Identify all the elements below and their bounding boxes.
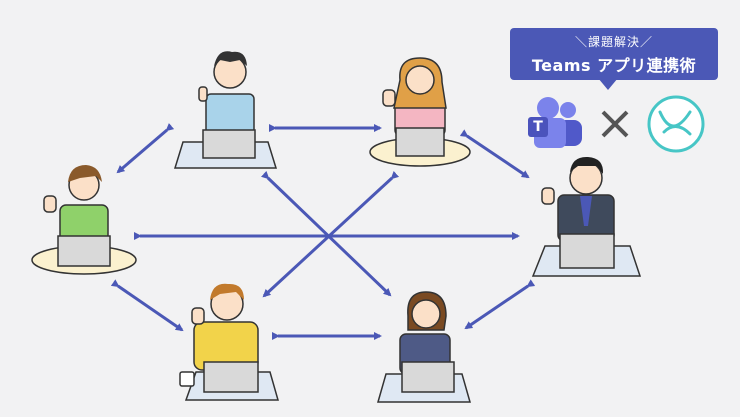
arrow-left-to-bottom-left (110, 279, 184, 332)
arrow-cross-2 (262, 170, 400, 298)
callout-banner: ＼課題解決／ Teams アプリ連携術 (510, 28, 718, 90)
arrow-top-right-to-right (459, 129, 530, 179)
teams-letter: T (528, 117, 548, 137)
arrow-top-left-to-left (116, 123, 175, 174)
partner-app-logo-icon (647, 95, 705, 153)
person-top-right (369, 57, 471, 167)
person-bottom-left (179, 283, 279, 401)
person-left (31, 165, 137, 275)
person-bottom-right (377, 291, 471, 403)
connection-arrows (110, 123, 536, 340)
arrow-right-to-bottom-right (464, 279, 536, 330)
times-icon (601, 110, 629, 138)
callout-subtitle: ＼課題解決／ (574, 35, 653, 49)
callout-title: Teams アプリ連携術 (531, 56, 697, 75)
person-top-left (173, 51, 278, 169)
person-right (531, 156, 642, 277)
